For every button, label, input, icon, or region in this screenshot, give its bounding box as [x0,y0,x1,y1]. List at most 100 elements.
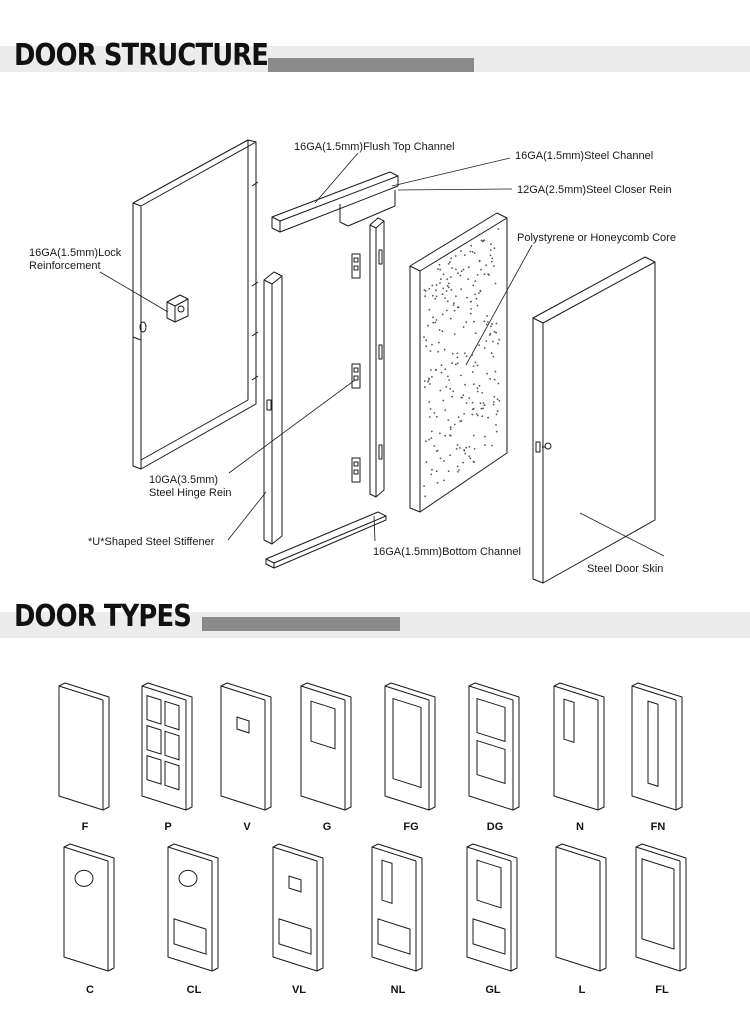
door-edge [272,846,318,862]
core-dot [455,448,458,450]
core-dot [462,326,465,328]
glass-lite [476,859,502,909]
core-dot [451,267,453,269]
narrow-lite [381,859,393,905]
core-dot [430,430,433,433]
core-dot [446,278,449,280]
core-dot [471,413,474,416]
core-dot [449,426,452,429]
core-dot [457,272,459,274]
core-dot [444,409,447,412]
core-dot [446,284,449,287]
door-type-gl [466,843,518,972]
core-dot [432,321,435,324]
door-type-label: FN [651,821,666,833]
door-outline [63,843,115,972]
types-title-rule [202,617,400,631]
core-dot [470,300,472,303]
core-dot [491,323,493,325]
core-dot [440,278,442,280]
core-dot [456,362,459,365]
core-dot [459,274,462,277]
round-lite [74,869,94,887]
core-dot [449,276,452,278]
core-dot [472,284,475,287]
glass-lite [310,700,336,750]
core-dot [449,388,452,390]
core-dot [448,379,450,381]
hinge-plate-top [351,253,361,279]
door-edge [466,846,512,862]
hinge-rein-channel [351,217,385,498]
callout-hinge-rein-line2: Steel Hinge Rein [149,487,232,499]
core-dot [474,293,476,296]
core-dot [486,372,488,375]
door-edge [220,685,266,701]
core-dot [443,479,445,482]
core-dot [498,400,501,402]
door-type-label: V [243,821,251,833]
types-section-title: DOOR TYPES [14,599,192,634]
core-dot [491,260,493,263]
core-dot [495,430,498,433]
raised-panel [146,754,162,785]
core-dot [458,447,461,449]
flush-top-channel [271,171,399,233]
core-dot [463,413,465,415]
core-dot [460,374,462,377]
core-dot [497,382,500,385]
core-dot [425,345,427,348]
core-dot [456,352,459,355]
core-dot [456,356,459,359]
core-dot [492,340,494,343]
hinge-plate-bottom [351,457,361,483]
core-dot [475,413,478,415]
core-dot [447,419,450,421]
callout-stiffener: *U*Shaped Steel Stiffener [88,536,215,548]
core-dot [493,247,496,250]
core-dot [483,239,486,242]
core-dot [423,485,425,487]
narrow-lite [563,698,575,744]
vision-lite [236,716,250,734]
callout-door-skin: Steel Door Skin [587,563,663,575]
round-lite [178,869,198,887]
core-dot [460,270,463,273]
core-dot [467,266,470,269]
core-dot [452,390,455,393]
door-type-label: VL [292,984,306,996]
door-outline [553,682,605,811]
core-dot [447,375,449,378]
narrow-lite [647,700,659,787]
core-dot [471,354,473,357]
callout-closer-rein: 12GA(2.5mm)Steel Closer Rein [517,184,672,196]
callout-steel-channel: 16GA(1.5mm)Steel Channel [515,150,653,162]
core-dot [444,297,446,299]
core-dot [478,260,481,263]
core-panel [409,212,508,513]
core-dot [430,437,433,439]
core-dot [435,289,437,292]
door-type-label: FG [403,821,418,833]
core-dot [448,282,450,285]
core-dot [434,369,437,372]
door-type-label: FL [655,984,669,996]
core-dot [471,371,474,373]
bottom-channel [265,511,387,569]
core-dot [472,407,475,410]
raised-panel [146,694,162,725]
core-dot [431,468,433,471]
core-dot [492,355,495,358]
core-dot [429,408,432,410]
core-dot [443,348,446,351]
core-dot [465,355,468,358]
core-dot [471,251,474,253]
door-type-vl [272,843,324,972]
hinge-plate-middle [351,363,361,389]
door-type-p [141,682,193,811]
core-dot [434,321,437,324]
core-dot [439,268,442,271]
door-edge [635,846,681,862]
door-outline [220,682,272,811]
core-dot [438,263,441,266]
